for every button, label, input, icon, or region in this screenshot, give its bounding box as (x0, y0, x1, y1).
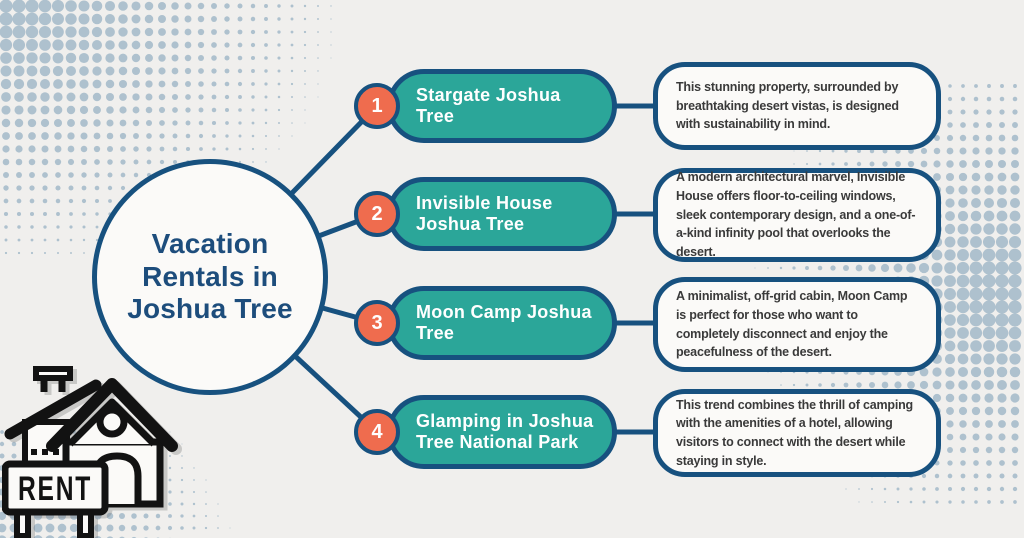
item-4-title: Glamping in Joshua Tree National Park (416, 410, 594, 452)
item-2-pill: Invisible House Joshua Tree (387, 177, 617, 251)
infographic-title: Vacation Rentals in Joshua Tree (127, 227, 293, 325)
item-3-number-badge: 3 (354, 300, 400, 346)
item-3-description: A minimalist, off-grid cabin, Moon Camp … (676, 289, 908, 360)
window-dots-icon (31, 449, 59, 455)
item-4-description-box: This trend combines the thrill of campin… (653, 389, 941, 477)
rent-sign-label: RENT (18, 470, 92, 508)
item-4-pill: Glamping in Joshua Tree National Park (387, 395, 617, 469)
house-rent-icon: RENT (2, 366, 178, 538)
item-1-number-badge: 1 (354, 83, 400, 129)
item-3-description-box: A minimalist, off-grid cabin, Moon Camp … (653, 277, 941, 372)
item-3-title: Moon Camp Joshua Tree (416, 301, 592, 343)
item-2-title: Invisible House Joshua Tree (416, 192, 553, 234)
item-3-pill: Moon Camp Joshua Tree (387, 286, 617, 360)
item-2-description-box: A modern architectural marvel, Invisible… (653, 168, 941, 262)
item-2-number-badge: 2 (354, 191, 400, 237)
item-4-number-badge: 4 (354, 409, 400, 455)
item-4-description: This trend combines the thrill of campin… (676, 397, 913, 468)
central-topic-circle: Vacation Rentals in Joshua Tree (92, 159, 328, 395)
item-1-title: Stargate Joshua Tree (416, 84, 561, 126)
item-2-description: A modern architectural marvel, Invisible… (676, 170, 916, 260)
item-1-pill: Stargate Joshua Tree (387, 69, 617, 143)
item-1-description-box: This stunning property, surrounded by br… (653, 62, 941, 150)
item-1-description: This stunning property, surrounded by br… (676, 79, 899, 132)
